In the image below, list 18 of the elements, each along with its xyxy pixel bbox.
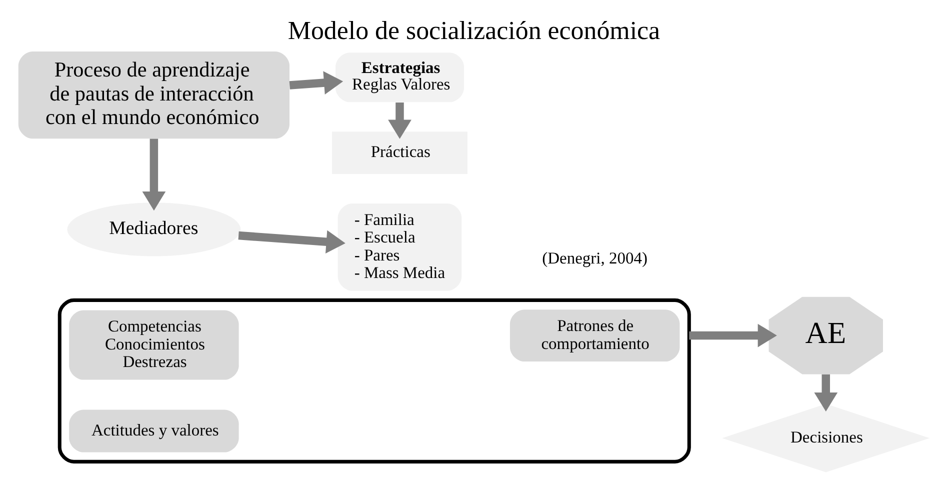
node-box: Proceso de aprendizaje de pautas de interacción con el mundo económico	[18, 50, 289, 138]
node-box: Patrones de comportamiento	[509, 309, 680, 361]
arrow	[814, 374, 838, 412]
node-box: - Familia - Escuela - Pares - Mass Media	[337, 203, 462, 290]
label: (Denegri, 2004)	[542, 248, 648, 267]
node-diamond: Decisiones	[722, 403, 930, 472]
arrow	[288, 70, 343, 94]
arrow	[238, 230, 345, 254]
node-box: Estrategias Reglas Valores	[334, 52, 464, 102]
cluster	[57, 298, 690, 463]
arrow	[142, 138, 166, 210]
node-box: Competencias Conocimientos Destrezas	[68, 310, 238, 380]
diagram-title: Modelo de socialización económica	[287, 16, 660, 45]
arrow	[688, 323, 776, 347]
node-box: Actitudes y valores	[68, 409, 238, 452]
arrow	[388, 102, 411, 138]
node-ellipse: Mediadores	[66, 202, 240, 256]
node-box: Prácticas	[331, 131, 468, 174]
